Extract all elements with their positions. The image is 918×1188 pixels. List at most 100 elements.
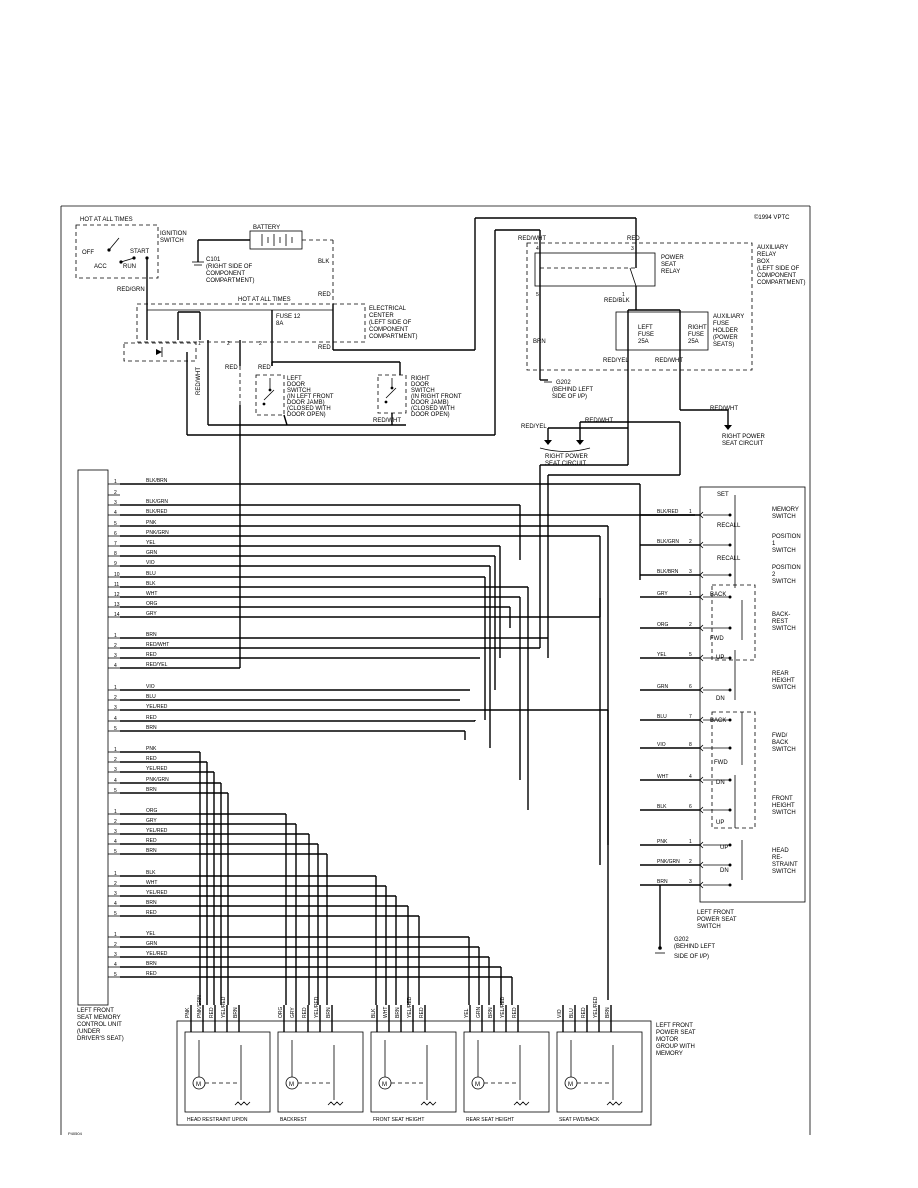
psw-contact-2 (728, 573, 732, 577)
motor-1-wire-label-1: GRY (290, 1007, 296, 1018)
red-grn-label: RED/GRN (117, 287, 145, 293)
cu-pin-42: 5 (114, 972, 117, 978)
cu-pin-37: 5 (114, 911, 117, 917)
psw-pin-13: 3 (689, 879, 692, 885)
cu-pin-20: 3 (114, 705, 117, 711)
copyright: ©1994 VPTC (754, 214, 790, 221)
ec-label-4: COMPONENT (369, 327, 408, 333)
up-label-1: UP (716, 655, 724, 661)
psw-pin-mark-3 (699, 593, 704, 601)
cu-wire-label-29: GRY (146, 818, 157, 824)
cu-pin-30: 3 (114, 829, 117, 835)
cu-wire-label-18: VIO (146, 684, 155, 690)
svg-text:5: 5 (536, 292, 539, 298)
cu-pin-7: 8 (114, 551, 117, 557)
cu-pin-15: 2 (114, 643, 117, 649)
ec-hot-label: HOT AT ALL TIMES (238, 297, 291, 303)
cu-wire-label-11: WHT (146, 591, 157, 597)
cu-pin-26: 4 (114, 778, 117, 784)
motor-group-label: LEFT FRONT POWER SEAT MOTOR GROUP WITH M… (656, 1023, 696, 1057)
psw-wire-label-1: BLK/GRN (657, 539, 679, 545)
motor-m-1: M (289, 1082, 294, 1088)
cu-wire-label-27: BRN (146, 787, 157, 793)
c101-label-2: (RIGHT SIDE OF (206, 264, 253, 270)
motor-3-wire-label-2: BRN (488, 1007, 494, 1018)
cu-wire-label-22: BRN (146, 725, 157, 731)
motor-pot-4 (606, 1101, 623, 1106)
right-seat-2: SEAT CIRCUIT (722, 441, 763, 447)
right-door-2: DOOR (411, 382, 430, 388)
left-fuse-3: 25A (638, 339, 649, 345)
red-label-ec: RED (225, 365, 238, 371)
psw-contact-9 (728, 778, 732, 782)
cu-pin-36: 4 (114, 901, 117, 907)
left-door-5: DOOR JAMB) (287, 400, 325, 406)
psw-pin-mark-6 (699, 686, 704, 694)
motor-2-wire-label-1: WHT (383, 1007, 389, 1018)
psw-wire-label-8: VIO (657, 742, 666, 748)
cu-pin-14: 1 (114, 633, 117, 639)
motor-2-wire-label-0: BLK (371, 1008, 377, 1018)
cu-pin-1: 2 (114, 490, 117, 496)
left-door-6: (CLOSED WITH (287, 406, 331, 412)
motor-box-0 (184, 1031, 271, 1113)
motor-2-wire-label-3: YEL/RED (407, 996, 413, 1018)
psw-contact-13 (728, 883, 732, 887)
cu-wire-label-15: RED/WHT (146, 642, 169, 648)
psw-pin-mark-7 (699, 716, 704, 724)
motor-box-1 (277, 1031, 364, 1113)
psw-pin-12: 2 (689, 859, 692, 865)
psw-contact-3 (728, 595, 732, 599)
cu-wire-label-16: RED (146, 652, 157, 658)
motor-3-wire-label-1: GRN (476, 1007, 482, 1019)
left-door-switch-box (255, 374, 285, 416)
motor-group-box (176, 1020, 652, 1126)
red-wht-fuse-label: RED/WHT (655, 358, 683, 364)
memory-switch-1: MEMORY (772, 507, 799, 513)
svg-text:4: 4 (536, 246, 539, 252)
c101-label-1: C101 (206, 257, 221, 263)
recall-2-label: RECALL (717, 556, 741, 562)
motor-1-wire-label-4: BRN (326, 1007, 332, 1018)
ignition-switch-box (75, 224, 159, 279)
psw-label-3: SWITCH (697, 924, 721, 930)
cu-pin-11: 12 (114, 592, 120, 598)
cu-pin-39: 2 (114, 942, 117, 948)
pos2-2: 2 (772, 572, 776, 578)
pos1-1: POSITION (772, 534, 801, 540)
ignition-section: HOT AT ALL TIMES IGNITION SWITCH OFF ACC… (75, 217, 334, 304)
dn-label-2: DN (716, 780, 725, 786)
psw-pin-mark-13 (699, 881, 704, 889)
psw-contact-4 (728, 626, 732, 630)
psw-pin-mark-10 (699, 806, 704, 814)
red-wht-down-label: RED/WHT (585, 418, 613, 424)
backrest-3: SWITCH (772, 626, 796, 632)
cu-wire-label-23: PNK (146, 746, 157, 752)
psw-wire-label-12: PNK/GRN (657, 859, 680, 865)
psw-contact-8 (728, 746, 732, 750)
cu-wire-label-25: YEL/RED (146, 766, 168, 772)
cu-wire-label-30: YEL/RED (146, 828, 168, 834)
psw-pin-mark-0 (699, 511, 704, 519)
cu-wire-label-2: BLK/GRN (146, 499, 168, 505)
g202-bottom-2: (BEHIND LEFT (674, 944, 715, 950)
cu-pin-29: 2 (114, 819, 117, 825)
motor-name-0: HEAD RESTRAINT UP/DN (187, 1117, 248, 1123)
motor-0-wire-label-0: PNK (185, 1007, 191, 1018)
cu-label-4: (UNDER (77, 1029, 101, 1035)
g202-bottom-3: SIDE OF I/P) (674, 954, 709, 960)
up-label-3: UP (720, 845, 728, 851)
motor-4-wire-label-3: YEL/RED (593, 996, 599, 1018)
backrest-1: BACK- (772, 612, 790, 618)
electrical-center-box (136, 303, 366, 343)
motor-1-wire-label-3: YEL/RED (314, 996, 320, 1018)
cu-pin-16: 3 (114, 653, 117, 659)
motor-pot-1 (327, 1101, 344, 1106)
psw-contact-12 (728, 863, 732, 867)
psw-label-1: LEFT FRONT (697, 910, 734, 916)
c101-label-4: COMPARTMENT) (206, 278, 254, 284)
psw-pin-mark-2 (699, 571, 704, 579)
cu-pin-8: 9 (114, 561, 117, 567)
cu-wire-label-9: BLU (146, 571, 156, 577)
